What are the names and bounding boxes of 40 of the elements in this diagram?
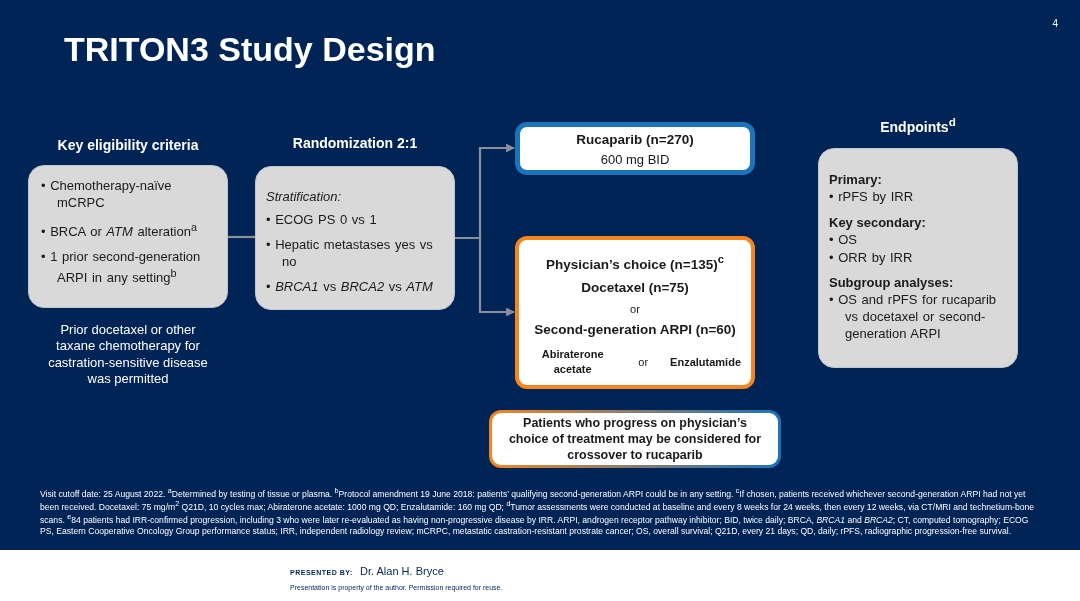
box-text: or xyxy=(630,301,640,316)
criteria-box xyxy=(28,165,228,308)
box-text: Patients who progress on physician’s choice of treatment may be considered for crossover to rucaparib xyxy=(507,414,763,464)
presenter-name: Dr. Alan H. Bryce xyxy=(360,565,444,577)
bullet-item: • Hepatic metastases yes vs no xyxy=(266,236,434,271)
box-text: Rucaparib (n=270) xyxy=(576,131,694,149)
note-text: Prior docetaxel or other taxane chemotherapy for castration-sensitive disease was permitted xyxy=(47,322,209,387)
bullet-item: • OS and rPFS for rucaparib vs docetaxel or second-generation ARPI xyxy=(829,292,998,343)
endpoints-box xyxy=(818,148,1018,368)
arrow xyxy=(455,236,515,317)
footnote-text: Visit cutoff date: 25 August 2022. $^{a}$Determined by testing of tissue or plasma. $^{b}$Protocol amendment 19 June 2018: patients’ qualifying second-generation ARPI could be in any setting. $^{c}$If chosen, patients received whichever second-generation ARPI had not yet been received. Docetaxel: 75 mg/m$^{2}$ Q21D, 10 cycles max; Abiraterone acetate: 1000 mg QD; Enzalutamide: 160 mg QD; $^{d}$Tumor assessments were conducted at baseline and every 8 weeks for 24 weeks, then every 12 weeks, via CT/MRI and technetium-bone scans. $^{e}$84 patients had IRR-confirmed progression, including 3 who were later re-evaluated as having non-progressive disease by IRR. ARPI, androgen receptor pathway inhibitor; BID, twice daily; BRCA, BRCA1 and BRCA2; CT, computed tomography; ECOG PS, Eastern Cooperative Oncology Group performance status; IRR, independent radiology review; mCRPC, metastatic castration-resistant prostrate cancer; OS, overall survival; Q21D, every 21 days; QD, daily; rPFS, radiographic progression-free survival. xyxy=(40,487,1036,538)
control-arm-box xyxy=(515,236,755,389)
box-text: Physician’s choice (n=135)$^{c}$ xyxy=(546,252,724,274)
crossover-box xyxy=(489,410,781,468)
box-text: or xyxy=(638,354,649,369)
subheading: Subgroup analyses: xyxy=(829,275,955,293)
bullet-item: • ECOG PS 0 vs 1 xyxy=(266,211,378,229)
box-text: Abiraterone acetate xyxy=(540,347,605,376)
box-text: Enzalutamide xyxy=(670,354,741,369)
stratification-box xyxy=(255,166,455,310)
bullet-item: • BRCA1 vs BRCA2 vs ATM xyxy=(266,278,434,296)
box-text: Second-generation ARPI (n=60) xyxy=(534,320,736,339)
bullet-item: • rPFS by IRR xyxy=(829,188,915,206)
treatment-arm-box xyxy=(515,122,755,175)
bullet-item: • OS xyxy=(829,231,858,249)
box-text: 600 mg BID xyxy=(600,151,670,169)
bullet-item: • Chemotherapy-naïve mCRPC xyxy=(41,177,173,212)
column-heading: Key eligibility criteria xyxy=(56,137,200,153)
bullet-item: • 1 prior second-generation ARPI in any setting$^{b}$ xyxy=(41,248,202,288)
bullet-item: • BRCA or ATM alteration$^{a}$ xyxy=(41,219,198,241)
column-heading: Endpoints$^{d}$ xyxy=(879,115,957,135)
subheading: Primary: xyxy=(829,172,883,189)
page-number: 4 xyxy=(1052,18,1058,29)
subheading: Stratification: xyxy=(266,189,343,206)
connector-line xyxy=(228,235,255,239)
bullet-item: • ORR by IRR xyxy=(829,249,914,267)
subheading: Key secondary: xyxy=(829,214,927,232)
slide-title: TRITON3 Study Design xyxy=(64,30,436,69)
column-heading: Randomization 2:1 xyxy=(291,135,419,151)
box-text: Docetaxel (n=75) xyxy=(581,279,689,297)
